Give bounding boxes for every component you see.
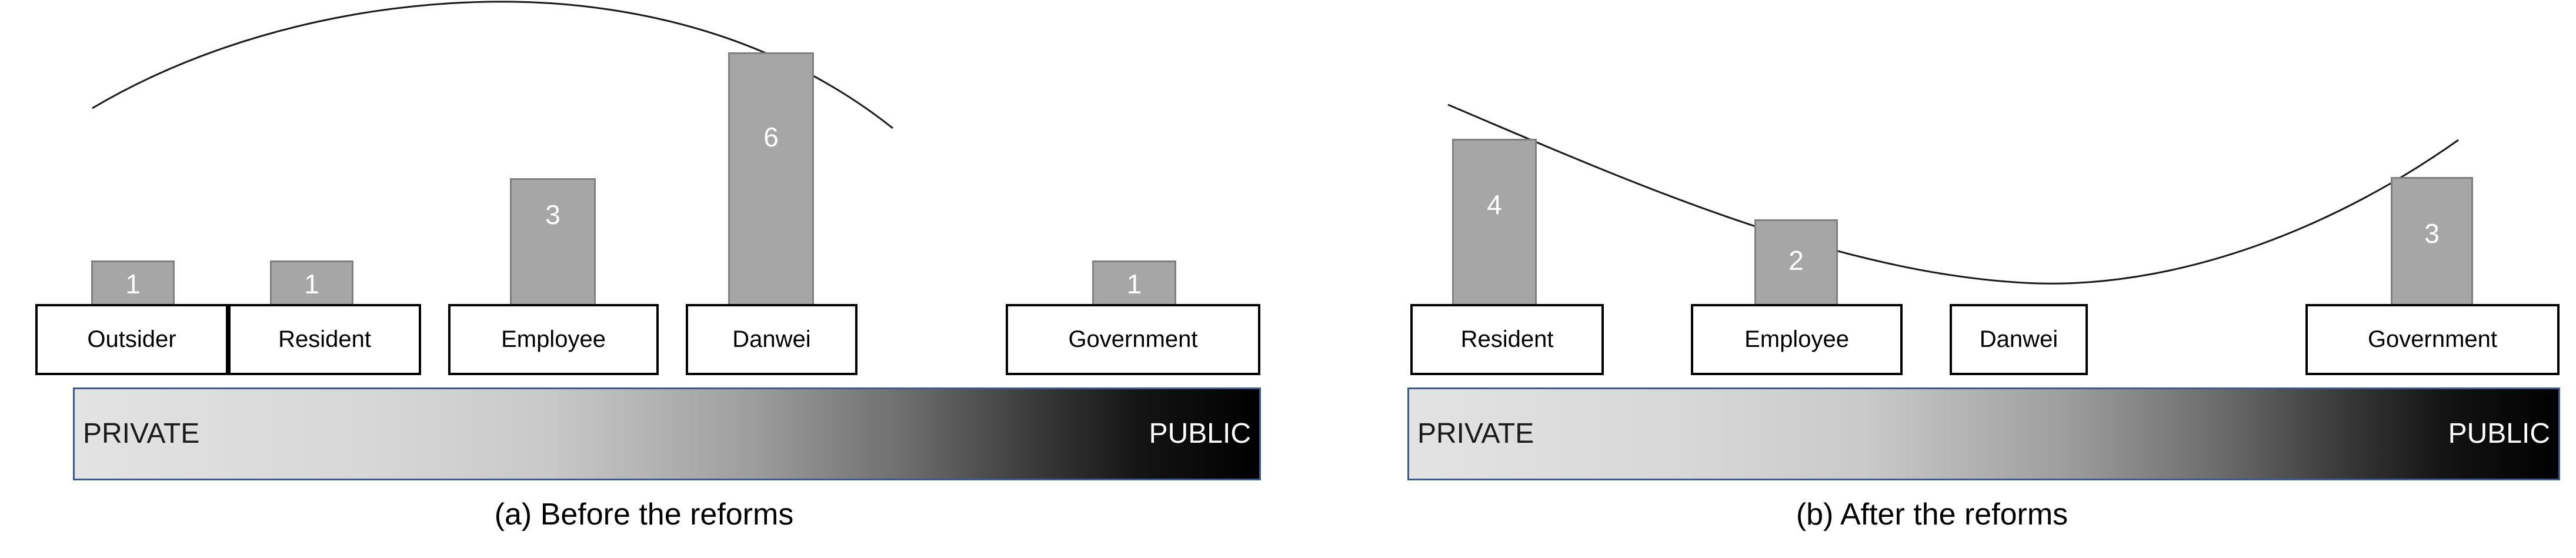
actor-label-danwei: Danwei: [1979, 326, 2058, 352]
bar-value-outsider: 1: [125, 269, 141, 299]
actor-label-resident: Resident: [278, 326, 371, 352]
bar-government: 1: [1092, 260, 1176, 310]
spectrum-label-public: PUBLIC: [2448, 418, 2550, 449]
actor-box-resident[interactable]: Resident: [228, 304, 421, 375]
actor-box-employee[interactable]: Employee: [448, 304, 659, 375]
bar-value-employee: 3: [545, 199, 560, 230]
bar-outsider: 1: [91, 260, 175, 310]
bar-value-government: 1: [1126, 269, 1142, 299]
actor-box-outsider[interactable]: Outsider: [35, 304, 228, 375]
actor-box-resident[interactable]: Resident: [1410, 304, 1604, 375]
bar-value-danwei: 6: [763, 122, 779, 152]
bar-employee: 2: [1754, 219, 1838, 310]
bar-value-government: 3: [2424, 218, 2440, 249]
actor-label-employee: Employee: [501, 326, 606, 352]
actor-label-resident: Resident: [1460, 326, 1554, 352]
actor-label-employee: Employee: [1744, 326, 1849, 352]
bar-resident: 1: [270, 260, 353, 310]
actor-label-outsider: Outsider: [87, 326, 176, 352]
actor-box-employee[interactable]: Employee: [1691, 304, 1903, 375]
actor-box-danwei[interactable]: Danwei: [1950, 304, 2088, 375]
actor-box-government[interactable]: Government: [2305, 304, 2560, 375]
bar-government: 3: [2391, 177, 2473, 310]
panel-after-reforms: 4 Resident 2 Employee Danwei 3 Governmen…: [1288, 0, 2576, 558]
panel-caption-b: (b) After the reforms: [1796, 497, 2068, 532]
actor-box-government[interactable]: Government: [1006, 304, 1260, 375]
panel-before-reforms: 1 Outsider 1 Resident 3 Employee 6 Danwe…: [35, 1, 1261, 532]
actor-label-danwei: Danwei: [732, 326, 811, 352]
spectrum-label-private: PRIVATE: [1417, 418, 1534, 449]
panel-caption-a: (a) Before the reforms: [494, 497, 794, 532]
bar-resident: 4: [1452, 139, 1537, 310]
spectrum-label-private: PRIVATE: [83, 418, 200, 449]
bar-value-resident: 1: [304, 269, 319, 299]
bar-employee: 3: [510, 178, 596, 310]
spectrum-label-public: PUBLIC: [1149, 418, 1251, 449]
private-public-spectrum: PRIVATE PUBLIC: [1407, 387, 2560, 480]
actor-label-government: Government: [2367, 326, 2498, 352]
actor-label-government: Government: [1068, 326, 1198, 352]
bar-value-employee: 2: [1788, 245, 1804, 276]
private-public-spectrum: PRIVATE PUBLIC: [73, 387, 1261, 480]
bar-danwei: 6: [728, 52, 814, 310]
actor-box-danwei[interactable]: Danwei: [686, 304, 857, 375]
bar-value-resident: 4: [1487, 189, 1502, 220]
